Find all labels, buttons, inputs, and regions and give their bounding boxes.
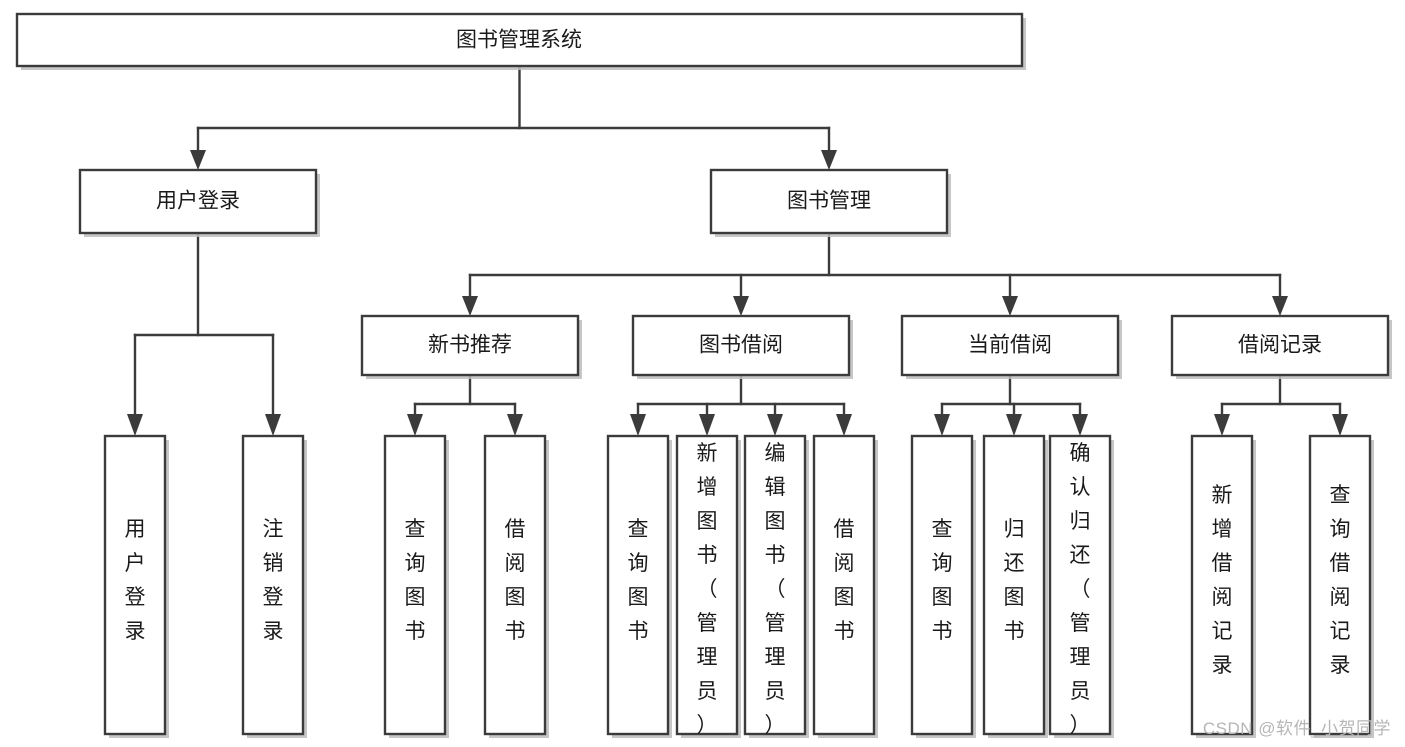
arrow-to-leaf-confirm-return	[1072, 414, 1088, 436]
leaf-confirm-return-label: 确认归还（管理员）	[1070, 442, 1091, 737]
arrow-to-leaf-edit-book	[767, 414, 783, 436]
leaf-logout-box[interactable]	[241, 434, 305, 736]
arrow-to-leaf-borrow-book-2	[836, 414, 852, 436]
node-leaf-return-book[interactable]: 归还图书	[982, 434, 1048, 738]
node-book-manage[interactable]: 图书管理	[709, 168, 951, 237]
arrow-root-to-book-manage	[821, 150, 837, 170]
user-login-box[interactable]	[78, 168, 318, 235]
leaf-query-record-box[interactable]	[1308, 434, 1372, 736]
leaf-borrow-book-1-label: 借阅图书	[505, 518, 526, 643]
arrow-to-leaf-return-book	[1006, 414, 1022, 436]
arrow-root-to-user-login	[190, 150, 206, 170]
current-borrow-label: 当前借阅	[968, 334, 1052, 357]
node-user-login[interactable]: 用户登录	[78, 168, 320, 237]
leaf-add-record-box[interactable]	[1190, 434, 1254, 736]
node-leaf-user-login[interactable]: 用户登录	[103, 434, 169, 738]
arrow-to-new-book-rec	[462, 296, 478, 316]
node-leaf-borrow-book-1[interactable]: 借阅图书	[483, 434, 549, 738]
book-manage-label: 图书管理	[787, 190, 871, 213]
leaf-borrow-book-2-label: 借阅图书	[834, 518, 855, 643]
leaf-edit-book-box[interactable]	[743, 434, 807, 736]
node-borrow-record[interactable]: 借阅记录	[1170, 314, 1392, 379]
leaf-add-record-label: 新增借阅记录	[1212, 484, 1233, 677]
node-leaf-query-book-1[interactable]: 查询图书	[383, 434, 449, 738]
node-leaf-query-book-3[interactable]: 查询图书	[910, 434, 976, 738]
arrow-to-leaf-borrow-book-1	[507, 414, 523, 436]
csdn-watermark: CSDN @软件_小贺同学	[1202, 719, 1391, 738]
arrow-to-leaf-user-login	[127, 414, 143, 436]
leaf-return-book-box[interactable]	[982, 434, 1046, 736]
arrow-to-leaf-query-book-3	[934, 414, 950, 436]
leaf-user-login-box[interactable]	[103, 434, 167, 736]
leaf-query-book-2-box[interactable]	[606, 434, 670, 736]
connector-layer	[127, 64, 1348, 436]
node-leaf-logout[interactable]: 注销登录	[241, 434, 307, 738]
node-leaf-query-book-2[interactable]: 查询图书	[606, 434, 672, 738]
node-current-borrow[interactable]: 当前借阅	[900, 314, 1122, 379]
arrow-to-borrow-record	[1272, 296, 1288, 316]
arrow-to-leaf-query-book-2	[630, 414, 646, 436]
arrow-to-current-borrow	[1002, 296, 1018, 316]
node-leaf-edit-book[interactable]: 编辑图书（管理员）	[743, 434, 809, 738]
new-book-rec-label: 新书推荐	[428, 334, 512, 357]
node-new-book-rec[interactable]: 新书推荐	[360, 314, 582, 379]
leaf-add-book-label: 新增图书（管理员）	[697, 442, 718, 737]
node-leaf-query-record[interactable]: 查询借阅记录	[1308, 434, 1374, 738]
book-borrow-box[interactable]	[631, 314, 851, 377]
current-borrow-box[interactable]	[900, 314, 1120, 377]
leaf-user-login-label: 用户登录	[125, 518, 146, 643]
new-book-rec-box[interactable]	[360, 314, 580, 377]
root-box[interactable]	[15, 12, 1024, 68]
borrow-record-box[interactable]	[1170, 314, 1390, 377]
leaf-confirm-return-box[interactable]	[1048, 434, 1112, 736]
leaf-borrow-book-1-box[interactable]	[483, 434, 547, 736]
borrow-record-label: 借阅记录	[1238, 334, 1322, 357]
book-manage-box[interactable]	[709, 168, 949, 235]
leaf-edit-book-label: 编辑图书（管理员）	[765, 442, 786, 737]
root-label: 图书管理系统	[456, 29, 582, 52]
arrow-to-leaf-logout	[265, 414, 281, 436]
leaf-query-book-3-label: 查询图书	[932, 518, 953, 643]
book-borrow-label: 图书借阅	[699, 334, 783, 357]
arrow-to-leaf-add-book	[699, 414, 715, 436]
node-leaf-borrow-book-2[interactable]: 借阅图书	[812, 434, 878, 738]
node-book-borrow[interactable]: 图书借阅	[631, 314, 853, 379]
leaf-add-book-box[interactable]	[675, 434, 739, 736]
node-leaf-add-book[interactable]: 新增图书（管理员）	[675, 434, 741, 738]
leaf-layer: 用户登录 注销登录 查询图书 借阅图书 查询图书 新增图书（管理员） 编辑图书（管理员） 借阅…	[103, 434, 1374, 738]
node-leaf-add-record[interactable]: 新增借阅记录	[1190, 434, 1256, 738]
user-login-label: 用户登录	[156, 190, 240, 213]
leaf-return-book-label: 归还图书	[1004, 518, 1025, 643]
leaf-query-book-1-label: 查询图书	[405, 518, 426, 643]
leaf-query-book-2-label: 查询图书	[628, 518, 649, 643]
arrow-to-leaf-query-record	[1332, 414, 1348, 436]
node-root[interactable]: 图书管理系统	[15, 12, 1026, 70]
node-leaf-confirm-return[interactable]: 确认归还（管理员）	[1048, 434, 1114, 738]
leaf-query-record-label: 查询借阅记录	[1330, 484, 1351, 677]
arrow-to-leaf-add-record	[1214, 414, 1230, 436]
leaf-query-book-1-box[interactable]	[383, 434, 447, 736]
leaf-borrow-book-2-box[interactable]	[812, 434, 876, 736]
leaf-logout-label: 注销登录	[263, 518, 284, 643]
arrow-to-leaf-query-book-1	[407, 414, 423, 436]
arrow-to-book-borrow	[733, 296, 749, 316]
leaf-query-book-3-box[interactable]	[910, 434, 974, 736]
